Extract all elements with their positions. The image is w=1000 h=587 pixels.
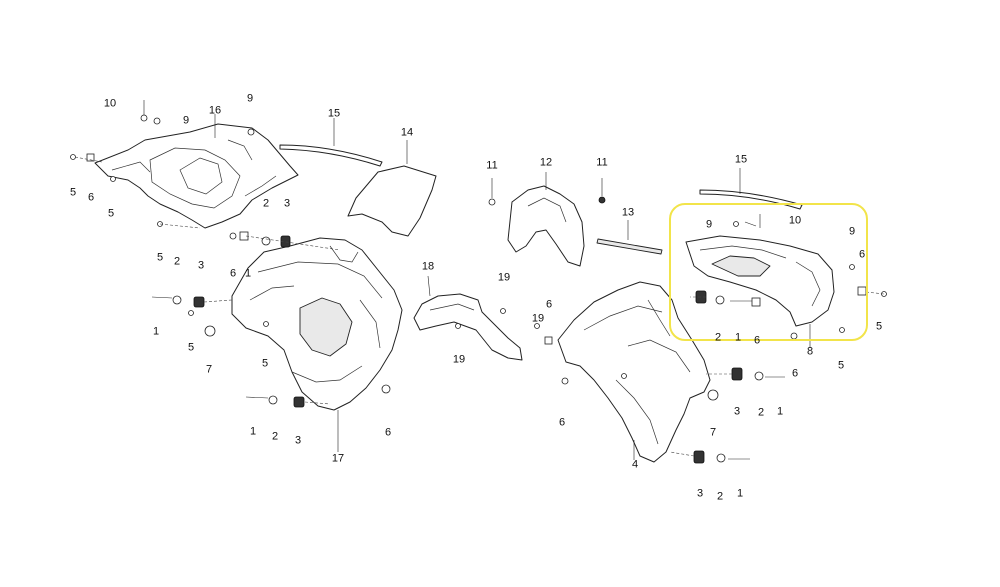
callout-label: 6 [858, 248, 866, 261]
callout-label: 2 [714, 331, 722, 344]
part-15-strip-right [699, 189, 803, 210]
callout-label: 6 [791, 367, 799, 380]
part-8-cover [685, 235, 835, 327]
callout-label: 5 [261, 357, 269, 370]
hardware-left-mid [151, 295, 233, 337]
callout-label: 2 [271, 430, 279, 443]
callout-label: 3 [733, 405, 741, 418]
callout-label: 1 [734, 331, 742, 344]
part-13-rod [596, 238, 663, 255]
callout-label: 16 [208, 104, 222, 117]
callout-label: 1 [244, 267, 252, 280]
part-11-screw-left [488, 178, 496, 206]
callout-label: 2 [716, 490, 724, 503]
callout-label: 6 [229, 267, 237, 280]
hardware-right-lower [669, 367, 785, 464]
callout-label: 1 [249, 425, 257, 438]
callout-label: 15 [734, 153, 748, 166]
callout-label: 6 [753, 334, 761, 347]
callout-label: 11 [596, 156, 608, 169]
callout-label: 9 [705, 218, 713, 231]
callout-label: 9 [182, 114, 190, 127]
callout-label: 1 [776, 405, 784, 418]
part-14-panel [347, 165, 437, 237]
callout-label: 6 [545, 298, 553, 311]
callout-label: 5 [837, 359, 845, 372]
callout-label: 10 [103, 97, 117, 110]
callout-label: 6 [558, 416, 566, 429]
callout-label: 3 [294, 434, 302, 447]
callout-label: 2 [757, 406, 765, 419]
callout-label: 8 [806, 345, 814, 358]
callout-label: 14 [400, 126, 414, 139]
callout-label: 5 [875, 320, 883, 333]
highlight-frame [669, 203, 868, 341]
callout-label: 2 [262, 197, 270, 210]
part-17-side-cover [231, 237, 403, 411]
callout-label: 12 [539, 156, 553, 169]
part-18-bracket [413, 293, 523, 361]
callout-label: 3 [197, 259, 205, 272]
callout-label: 7 [709, 426, 717, 439]
hardware-center [455, 308, 719, 401]
hardware-left-lower [245, 321, 391, 408]
part-12-bracket [507, 185, 585, 267]
callout-label: 13 [621, 206, 635, 219]
callout-label: 5 [69, 186, 77, 199]
part-11-screw-right [598, 178, 606, 204]
callout-label: 19 [531, 312, 545, 325]
callout-label: 3 [283, 197, 291, 210]
callout-label: 10 [788, 214, 802, 227]
callout-label: 15 [327, 107, 341, 120]
callout-label: 17 [331, 452, 345, 465]
callout-label: 5 [187, 341, 195, 354]
callout-label: 7 [205, 363, 213, 376]
callout-label: 1 [736, 487, 744, 500]
callout-label: 9 [246, 92, 254, 105]
hardware-top-left [70, 100, 255, 229]
callout-label: 11 [486, 159, 498, 172]
callout-label: 2 [173, 255, 181, 268]
leader-lines [214, 114, 811, 460]
part-15-strip-left [279, 144, 383, 167]
callout-label: 6 [87, 191, 95, 204]
callout-label: 4 [631, 458, 639, 471]
callout-label: 6 [384, 426, 392, 439]
callout-label: 5 [107, 207, 115, 220]
part-16-bracket [94, 123, 299, 229]
hardware-left-upper [229, 231, 341, 251]
callout-label: 1 [152, 325, 160, 338]
callout-label: 3 [696, 487, 704, 500]
callout-label: 5 [156, 251, 164, 264]
hardware-right-highlight [690, 214, 887, 340]
callout-label: 9 [848, 225, 856, 238]
callout-label: 19 [452, 353, 466, 366]
callout-label: 19 [497, 271, 511, 284]
callout-label: 18 [421, 260, 435, 273]
